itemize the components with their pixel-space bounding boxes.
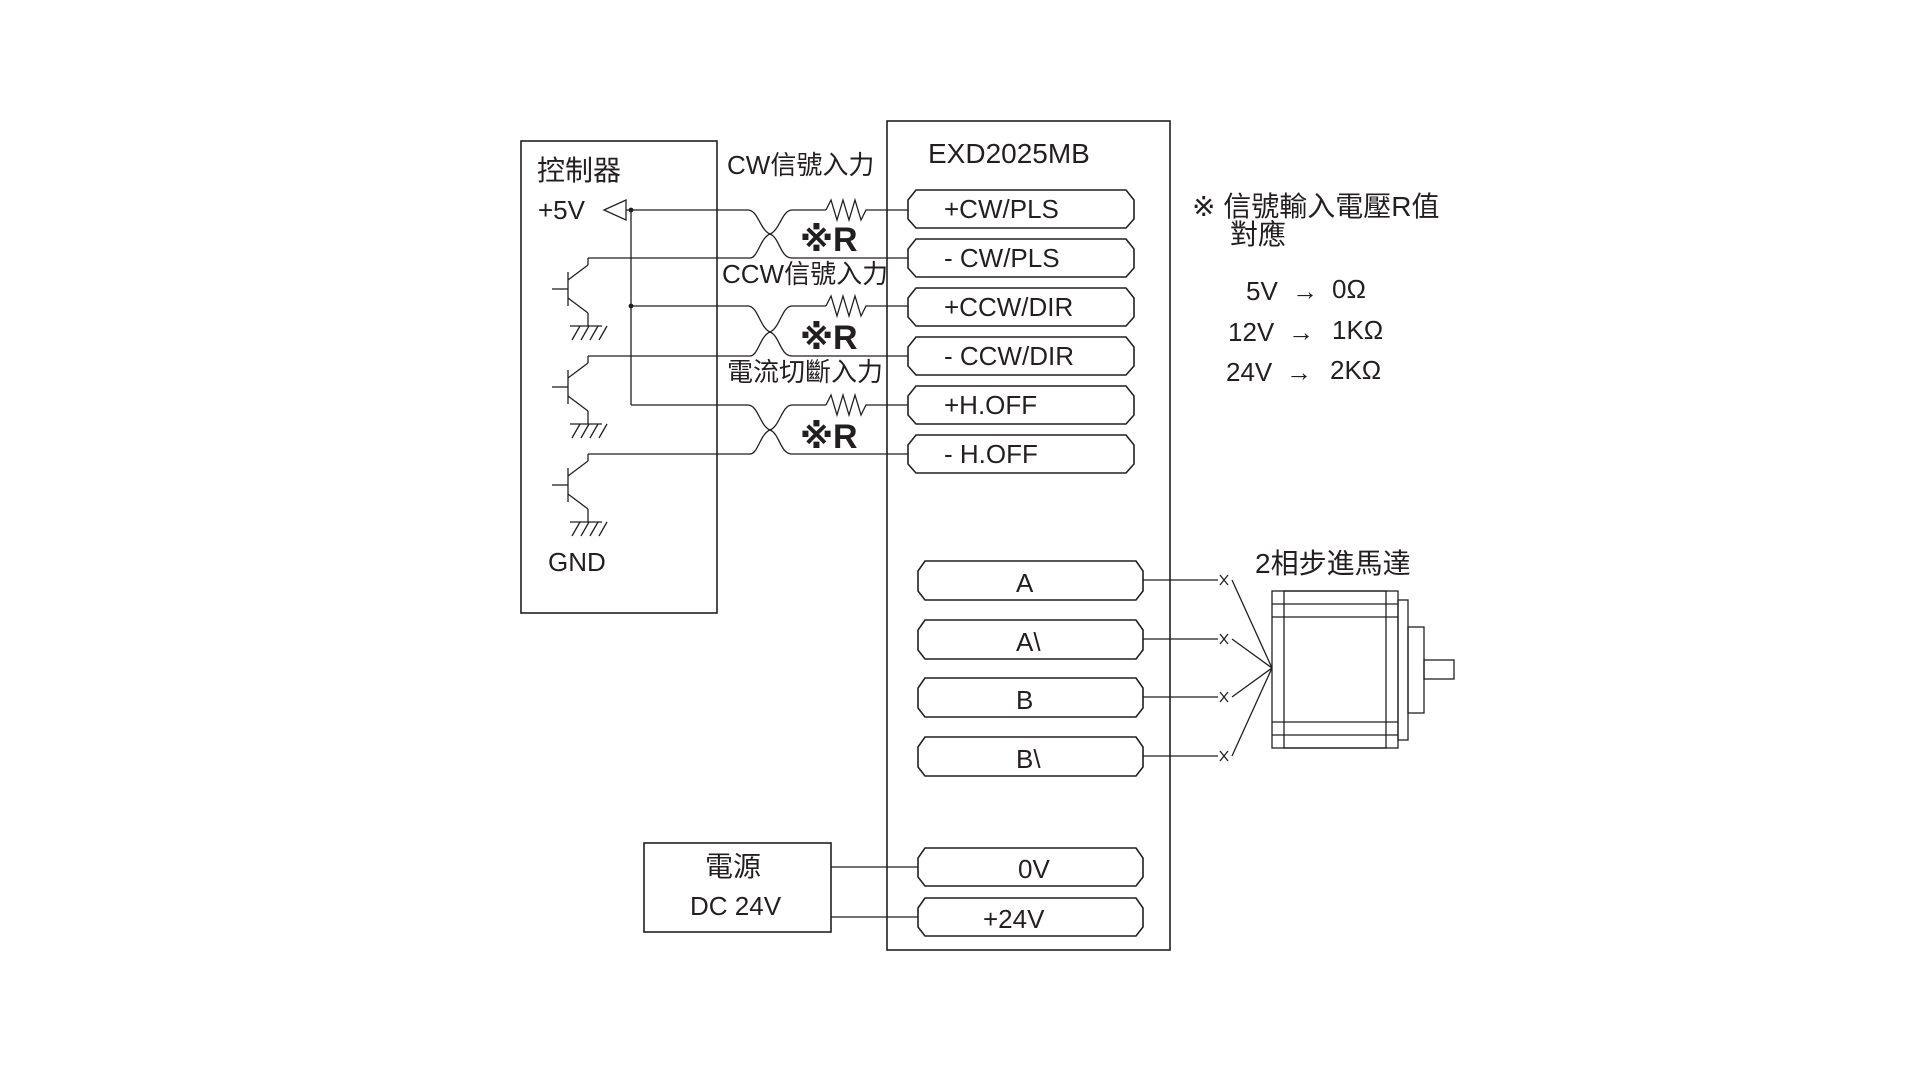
stepper-motor-icon	[1271, 590, 1455, 749]
transistor-1-icon	[552, 258, 608, 341]
terminal-motor-b: B	[917, 677, 1144, 718]
terminal-label: +CCW/DIR	[944, 292, 1073, 322]
terminal-label: A	[1016, 568, 1034, 598]
terminal-cw-minus: - CW/PLS	[907, 238, 1135, 278]
terminal-label: 0V	[1018, 854, 1050, 884]
note-row-3: 24V → 2KΩ	[1226, 355, 1381, 387]
resistor-cw-icon	[825, 197, 908, 223]
terminal-label: +H.OFF	[944, 390, 1037, 420]
controller-title: 控制器	[537, 155, 621, 186]
resistor-ccw-icon	[825, 293, 908, 319]
junction-dot	[628, 207, 634, 213]
transistor-3-icon	[552, 454, 608, 537]
resistor-mark-cw: ※R	[800, 221, 858, 259]
transistor-2-icon	[552, 356, 608, 439]
controller-plus5v-label: +5V	[538, 195, 586, 225]
terminal-motor-b-bar: B\	[917, 736, 1144, 777]
twisted-pair-cw	[747, 209, 793, 259]
note-resistance: 2KΩ	[1330, 355, 1381, 385]
resistor-hoff-icon	[825, 392, 908, 418]
arrow-right-icon: →	[1288, 317, 1314, 347]
controller-gnd-label: GND	[548, 547, 606, 577]
terminal-label: A\	[1016, 627, 1041, 657]
terminal-motor-a-bar: A\	[917, 619, 1144, 660]
note-title: ※ 信號輸入電壓R值	[1192, 191, 1439, 222]
ccw-signal-label: CCW信號入力	[722, 259, 888, 289]
motor-wires	[1143, 574, 1273, 762]
terminal-label: B\	[1016, 744, 1041, 774]
note-voltage: 12V	[1228, 317, 1275, 347]
arrow-right-icon: →	[1286, 357, 1312, 387]
power-supply-box	[643, 842, 832, 933]
terminal-label: B	[1016, 685, 1033, 715]
driver-model: EXD2025MB	[928, 138, 1090, 169]
note-voltage: 24V	[1226, 357, 1273, 387]
resistor-mark-hoff: ※R	[800, 418, 858, 456]
terminal-hoff-plus: +H.OFF	[907, 385, 1135, 425]
note-resistance: 1KΩ	[1332, 315, 1383, 345]
terminal-label: - CW/PLS	[944, 243, 1060, 273]
terminal-label: +24V	[983, 904, 1045, 934]
note-row-1: 5V → 0Ω	[1246, 274, 1366, 306]
controller-box	[520, 140, 718, 614]
terminal-cw-plus: +CW/PLS	[907, 189, 1135, 229]
terminal-ccw-plus: +CCW/DIR	[907, 287, 1135, 327]
twisted-pair-hoff	[747, 404, 793, 455]
terminal-ccw-minus: - CCW/DIR	[907, 336, 1135, 376]
twisted-pair-ccw	[747, 305, 793, 357]
note-resistance: 0Ω	[1332, 274, 1366, 304]
hoff-signal-label: 電流切斷入力	[727, 357, 883, 387]
motor-label: 2相步進馬達	[1255, 548, 1411, 579]
terminal-label: - CCW/DIR	[944, 341, 1074, 371]
terminal-motor-a: A	[917, 560, 1144, 601]
terminal-label: +CW/PLS	[944, 194, 1059, 224]
cw-signal-label: CW信號入力	[727, 150, 874, 180]
note-voltage: 5V	[1246, 276, 1278, 306]
arrow-right-icon: →	[1292, 276, 1318, 306]
terminal-24v: +24V	[917, 897, 1144, 937]
note-title-line2: 對應	[1230, 219, 1286, 250]
power-supply-spec: DC 24V	[690, 891, 782, 921]
power-supply-title: 電源	[705, 851, 761, 882]
terminal-label: - H.OFF	[944, 439, 1038, 469]
resistor-mark-ccw: ※R	[800, 319, 858, 357]
note-row-2: 12V → 1KΩ	[1228, 315, 1383, 347]
terminal-0v: 0V	[917, 847, 1144, 887]
terminal-hoff-minus: - H.OFF	[907, 434, 1135, 474]
